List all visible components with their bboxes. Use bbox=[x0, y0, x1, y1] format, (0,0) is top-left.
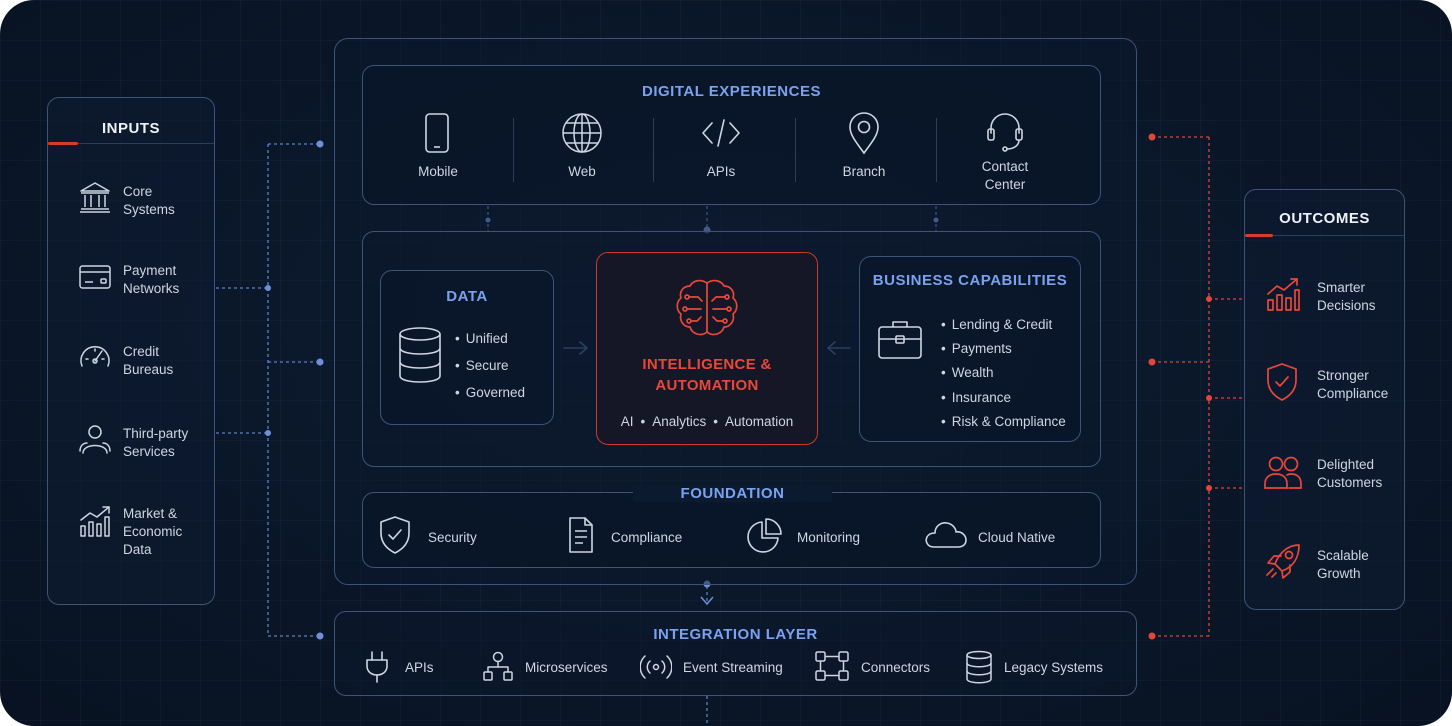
rocket-icon bbox=[1266, 544, 1300, 579]
integration-item-microservices: Microservices bbox=[525, 660, 608, 675]
business-item-lending-credit: Lending & Credit bbox=[941, 316, 1053, 334]
foundation-item-monitoring: Monitoring bbox=[797, 530, 861, 545]
foundation-title: FOUNDATION bbox=[633, 485, 832, 502]
digital-experiences-panel: DIGITAL EXPERIENCES Mobile Web APIs bbox=[362, 65, 1101, 205]
integration-layer-title: INTEGRATION LAYER bbox=[653, 626, 818, 643]
business-item-insurance: Insurance bbox=[941, 389, 1011, 407]
intelligence-capabilities: AI•Analytics•Automation bbox=[620, 414, 794, 429]
plug-icon bbox=[366, 651, 388, 683]
integration-item-legacy-systems: Legacy Systems bbox=[1004, 660, 1104, 675]
growth-chart-icon bbox=[1267, 278, 1300, 311]
digital-item-web: Web bbox=[568, 164, 596, 179]
business-capabilities-panel: BUSINESS CAPABILITIES Lending & Credit P… bbox=[859, 256, 1081, 442]
connectors-icon bbox=[815, 651, 849, 681]
outcomes-title: OUTCOMES bbox=[1279, 210, 1370, 227]
bank-icon bbox=[80, 182, 110, 213]
trend-chart-icon bbox=[80, 506, 110, 537]
integration-layer-panel: INTEGRATION LAYER APIs Microservices Eve… bbox=[334, 611, 1137, 696]
gauge-icon bbox=[80, 346, 110, 367]
foundation-panel: FOUNDATION Security Compliance Monitorin… bbox=[362, 485, 1101, 568]
cloud-icon bbox=[925, 522, 967, 548]
globe-icon bbox=[562, 113, 602, 153]
document-icon bbox=[569, 517, 593, 553]
foundation-item-cloud-native: Cloud Native bbox=[978, 530, 1056, 545]
integration-item-connectors: Connectors bbox=[861, 660, 931, 675]
shield-check-icon bbox=[1267, 363, 1297, 401]
digital-item-branch: Branch bbox=[842, 164, 886, 179]
shield-check-icon bbox=[380, 516, 410, 554]
foundation-item-compliance: Compliance bbox=[611, 530, 683, 545]
inputs-accent-bar bbox=[48, 142, 78, 145]
pie-chart-icon bbox=[747, 518, 782, 553]
data-item-governed: Governed bbox=[455, 384, 525, 402]
database-icon bbox=[399, 327, 441, 383]
business-item-risk-compliance: Risk & Compliance bbox=[941, 413, 1066, 431]
headset-icon bbox=[987, 113, 1023, 152]
users-icon bbox=[79, 425, 111, 454]
business-item-payments: Payments bbox=[941, 340, 1012, 358]
customers-icon bbox=[1264, 456, 1302, 489]
digital-item-mobile: Mobile bbox=[418, 164, 458, 179]
location-pin-icon bbox=[849, 112, 879, 155]
integration-item-event-streaming: Event Streaming bbox=[683, 660, 783, 675]
mobile-icon bbox=[425, 113, 449, 153]
integration-item-apis: APIs bbox=[405, 660, 434, 675]
code-icon bbox=[702, 119, 740, 147]
digital-experiences-title: DIGITAL EXPERIENCES bbox=[642, 83, 821, 100]
brain-circuit-icon bbox=[676, 279, 738, 336]
intelligence-automation-title: INTELLIGENCE &AUTOMATION bbox=[642, 356, 772, 394]
data-item-secure: Secure bbox=[455, 357, 509, 375]
business-item-wealth: Wealth bbox=[941, 364, 994, 382]
database-icon bbox=[966, 650, 992, 684]
briefcase-icon bbox=[878, 321, 922, 359]
data-item-unified: Unified bbox=[455, 330, 508, 348]
inputs-title: INPUTS bbox=[101, 120, 160, 137]
data-panel: DATA Unified Secure Governed bbox=[380, 270, 554, 425]
business-capabilities-title: BUSINESS CAPABILITIES bbox=[872, 272, 1068, 289]
intelligence-automation-panel: INTELLIGENCE &AUTOMATION AI•Analytics•Au… bbox=[596, 252, 818, 445]
foundation-item-security: Security bbox=[428, 530, 477, 545]
broadcast-icon bbox=[640, 655, 672, 679]
network-nodes-icon bbox=[483, 651, 513, 681]
credit-card-icon bbox=[79, 265, 111, 289]
data-title: DATA bbox=[446, 288, 488, 305]
digital-item-apis: APIs bbox=[706, 164, 736, 179]
outcomes-accent-bar bbox=[1245, 234, 1273, 237]
